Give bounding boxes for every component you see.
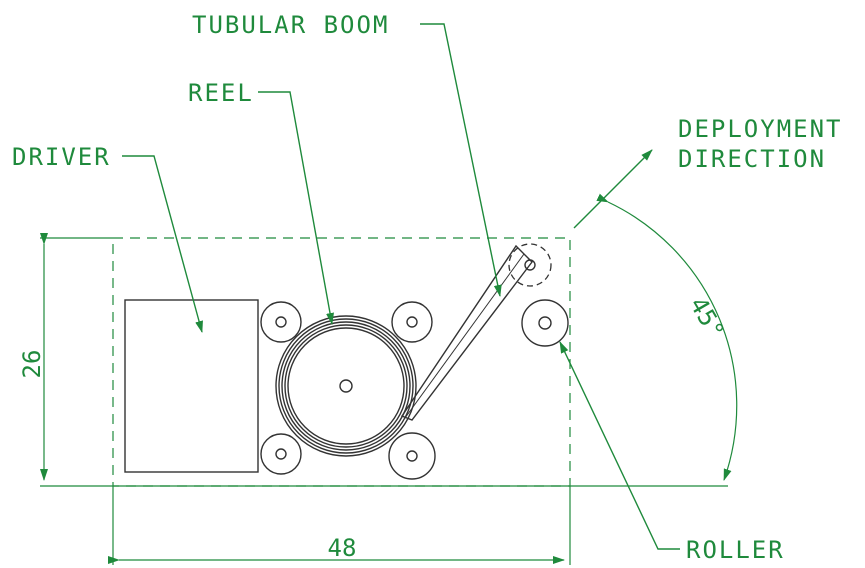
- guide-roller-top-right: [391, 301, 433, 343]
- width-dimension-label: 48: [328, 534, 357, 562]
- enclosure-outline: [112, 237, 571, 487]
- reel: [275, 315, 417, 457]
- exit-roller-upper: [508, 243, 552, 287]
- roller-leader: [559, 341, 680, 550]
- height-dimension-label: 26: [18, 350, 46, 379]
- deployment-direction-label-line2: DIRECTION: [678, 145, 826, 173]
- width-dimension: 48: [108, 486, 571, 565]
- driver-block: [124, 299, 259, 473]
- height-dimension: 26: [18, 233, 113, 481]
- angle-dimension-label: 45°: [684, 292, 730, 344]
- tubular-boom-label: TUBULAR BOOM: [192, 11, 389, 39]
- tubular-boom-leader: [420, 23, 502, 297]
- exit-roller-lower: [521, 299, 569, 347]
- driver-leader: [122, 155, 203, 333]
- guide-roller-top-left: [260, 301, 302, 343]
- reel-leader: [258, 91, 334, 325]
- tubular-boom-strip: [400, 244, 533, 421]
- guide-roller-bottom-left: [260, 433, 302, 475]
- guide-roller-bottom-right: [388, 432, 436, 480]
- roller-label: ROLLER: [686, 536, 785, 564]
- angle-arc: [596, 193, 738, 481]
- deployment-direction-label-line1: DEPLOYMENT: [678, 115, 843, 143]
- driver-label: DRIVER: [12, 143, 111, 171]
- deployment-direction-arrow: [573, 149, 653, 229]
- reel-label: REEL: [188, 79, 254, 107]
